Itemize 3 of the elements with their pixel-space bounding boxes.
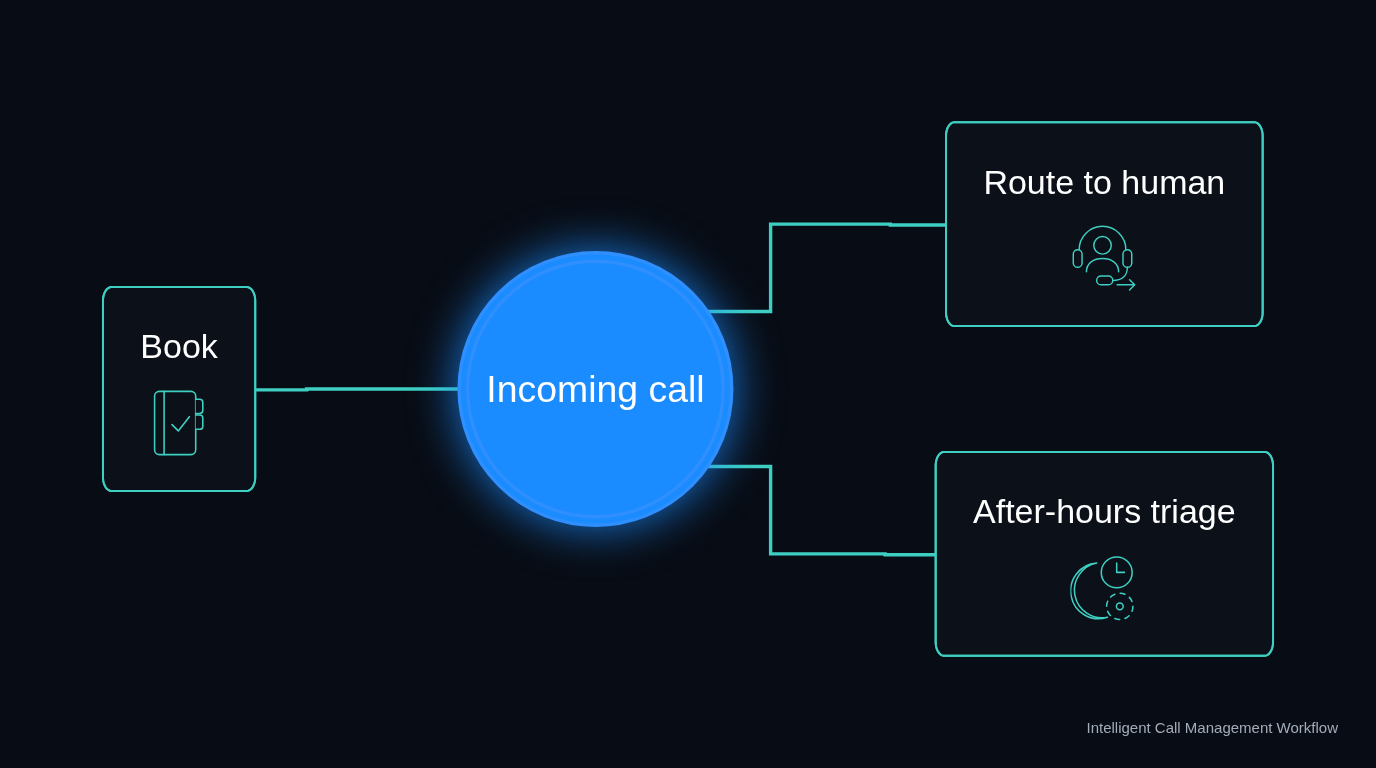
connector (707, 222, 947, 314)
node-circle: Incoming call (457, 251, 734, 527)
caption: Intelligent Call Management Workflow (1086, 719, 1338, 736)
